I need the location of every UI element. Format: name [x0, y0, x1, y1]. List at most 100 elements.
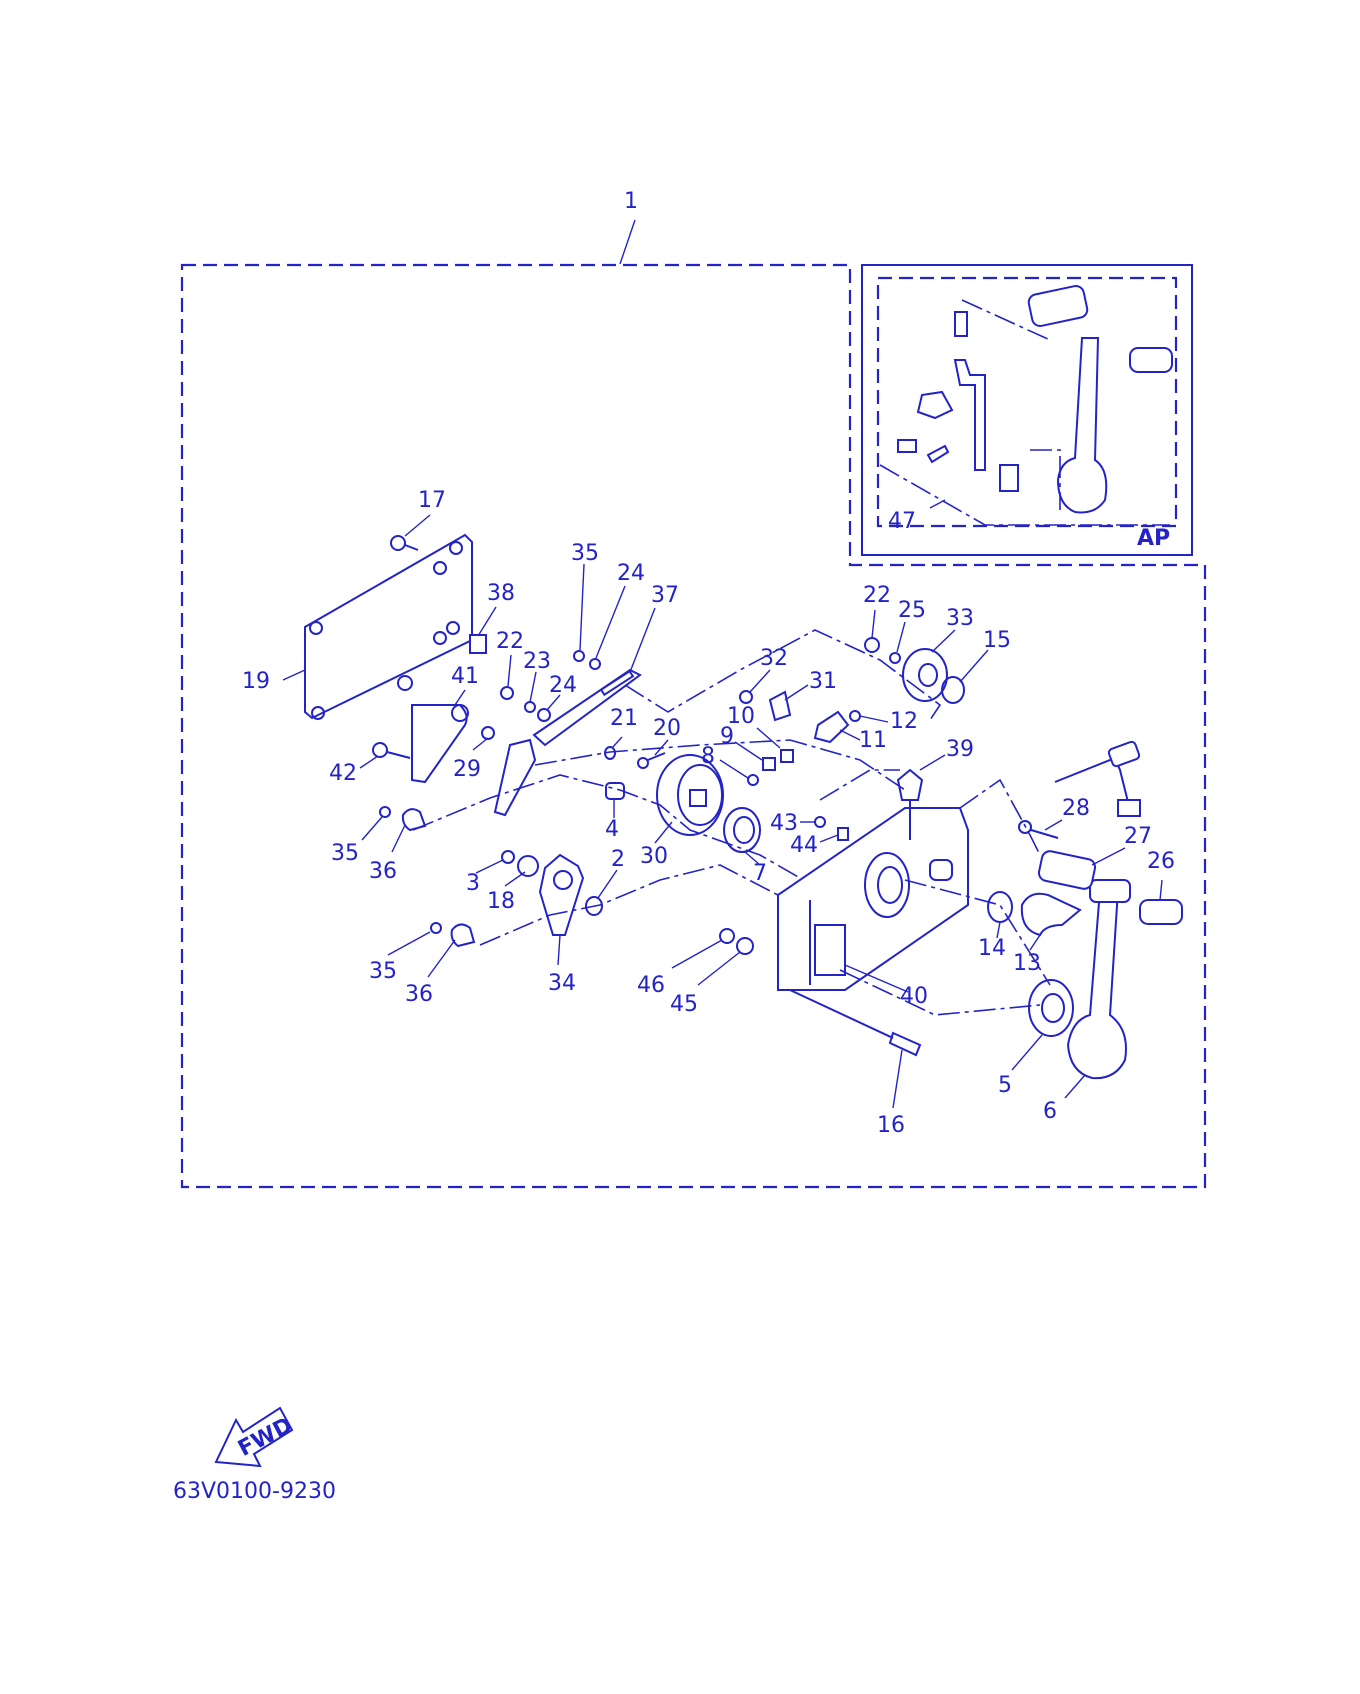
callout-24: 24 [549, 673, 577, 698]
ball-8 [747, 774, 759, 786]
leader-14 [996, 921, 1001, 939]
bracket-41-hole-2 [451, 704, 469, 722]
leader-41 [454, 689, 466, 706]
leader-3 [475, 859, 504, 874]
inset-block [999, 464, 1019, 492]
chain-right-2 [904, 879, 1051, 986]
callout-7: 7 [753, 861, 767, 886]
callout-41: 41 [451, 664, 479, 689]
detent-11 [813, 710, 850, 744]
callout-3: 3 [466, 871, 480, 896]
lever-arm-29 [493, 738, 537, 817]
inset-chain-2 [1030, 449, 1061, 510]
leader-47 [929, 499, 946, 509]
fwd-arrow-icon [214, 1406, 294, 1468]
washer-18 [517, 855, 539, 877]
callout-22: 22 [863, 583, 891, 608]
bolt-16 [888, 1031, 922, 1057]
plate-31 [768, 690, 792, 722]
plate-hole-4 [446, 621, 460, 635]
washer-7-inner [733, 816, 755, 844]
link-rod-37-slot [599, 669, 635, 697]
gear-33-inner [918, 663, 938, 687]
leader-5 [1011, 1034, 1043, 1071]
callout-40: 40 [900, 984, 928, 1009]
inset-handle-knob [1027, 285, 1089, 327]
callout-28: 28 [1062, 796, 1090, 821]
housing-bore [864, 852, 910, 918]
washer-2 [585, 896, 603, 916]
callout-14: 14 [978, 936, 1006, 961]
callout-8: 8 [701, 744, 715, 769]
inset-chain-1 [961, 299, 1051, 341]
washer-45 [736, 937, 754, 955]
leader-42 [359, 755, 379, 769]
callout-1: 1 [624, 189, 638, 214]
screw-32 [739, 690, 753, 704]
chain-top-right [819, 769, 900, 801]
plate-hole-6 [311, 706, 325, 720]
leader-8 [719, 759, 749, 779]
grip-27 [1037, 850, 1097, 890]
throttle-arm-foot [1117, 799, 1141, 817]
clip-44 [837, 827, 849, 841]
bolt-17-shank [404, 544, 419, 551]
handle-6 [1066, 889, 1127, 1080]
washer-25 [889, 652, 901, 664]
callout-33: 33 [946, 606, 974, 631]
callout-16: 16 [877, 1113, 905, 1138]
leader-36a [391, 824, 406, 853]
callout-45: 45 [670, 992, 698, 1017]
leader-26 [1159, 879, 1163, 901]
inset-shaft [953, 359, 986, 471]
leader-35c [387, 931, 431, 956]
bolt-17-head [390, 535, 406, 551]
leader-38 [477, 606, 497, 637]
handle-6-top [1089, 879, 1131, 903]
clip-35b [379, 806, 391, 818]
callout-36: 36 [405, 982, 433, 1007]
callout-10: 10 [727, 704, 755, 729]
inset-lever-tip [1129, 347, 1173, 373]
plate-hole-2 [449, 541, 463, 555]
chain-right-3 [839, 969, 1041, 1016]
inset-ap-frame [861, 264, 1193, 556]
neutral-lever-13 [1020, 892, 1082, 937]
leader-28 [1044, 819, 1063, 831]
inset-tag: AP [1137, 526, 1170, 551]
leader-15 [959, 649, 989, 683]
knob-26 [1139, 899, 1183, 925]
bolt-42-head [372, 742, 388, 758]
inset-spring [954, 311, 968, 337]
inset-nut [916, 390, 954, 420]
inset-drawing [879, 285, 1173, 526]
callout-31: 31 [809, 669, 837, 694]
callout-23: 23 [523, 649, 551, 674]
callout-15: 15 [983, 628, 1011, 653]
callout-27: 27 [1124, 824, 1152, 849]
throttle-arm-head [1107, 740, 1141, 768]
callout-32: 32 [760, 646, 788, 671]
gear-30-key [689, 789, 707, 807]
bolt-22a [500, 686, 514, 700]
leader-29 [472, 737, 489, 751]
leader-20 [654, 739, 669, 756]
leader-18 [504, 871, 526, 887]
callout-6: 6 [1043, 1099, 1057, 1124]
callout-43: 43 [770, 811, 798, 836]
leader-22b [871, 609, 876, 639]
housing-pocket [929, 859, 953, 881]
leader-34 [557, 934, 561, 966]
callout-35: 35 [331, 841, 359, 866]
leader-30 [654, 821, 673, 844]
chain-mid [534, 739, 906, 791]
clip-36b [450, 923, 476, 948]
leader-24b [595, 585, 626, 659]
leader-19 [282, 669, 306, 681]
housing-label [814, 924, 846, 976]
gear-33 [902, 648, 948, 702]
leader-33 [931, 629, 956, 653]
washer-15 [941, 676, 965, 704]
inset-plate [926, 444, 950, 464]
callout-46: 46 [637, 973, 665, 998]
